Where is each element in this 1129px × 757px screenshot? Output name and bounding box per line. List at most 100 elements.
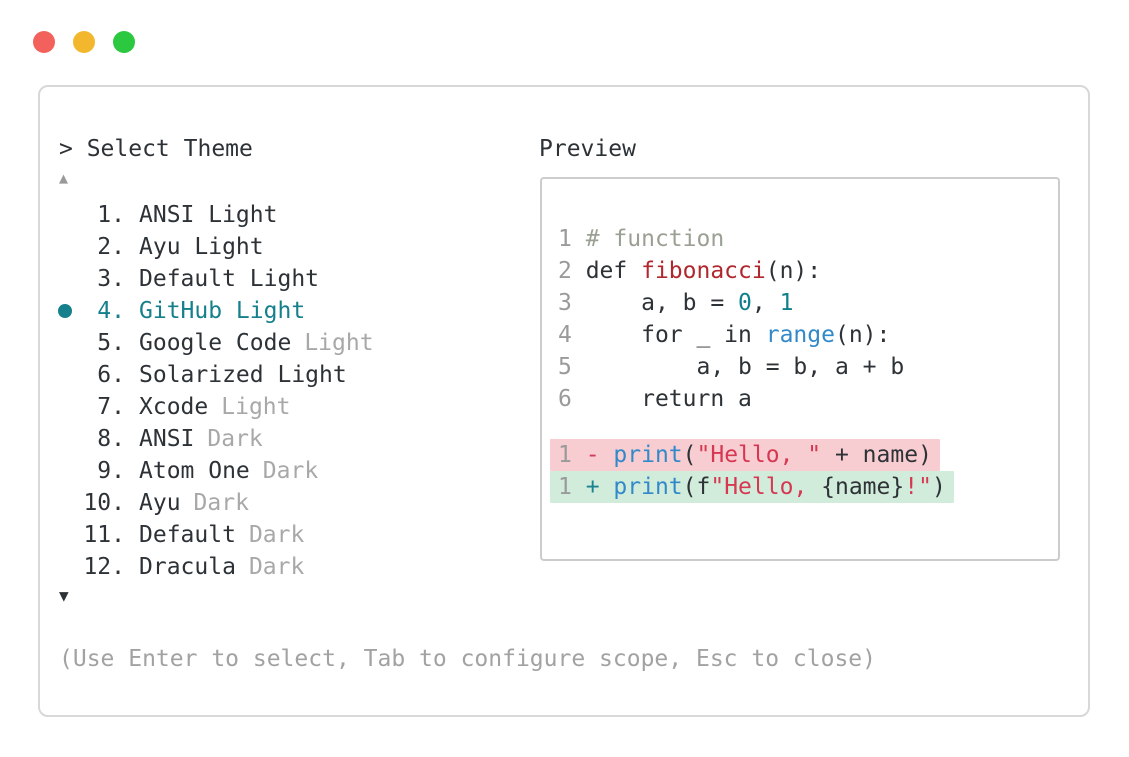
theme-picker-window: > Select Theme Preview ▲ 1. ANSI Light 2. A…	[38, 85, 1090, 717]
code-token: )	[931, 474, 946, 500]
code-line: 1 # function	[558, 223, 1044, 255]
code-token: range	[765, 322, 835, 348]
theme-list-item[interactable]: 8. ANSI Dark	[40, 423, 540, 455]
code-token: fibonacci	[641, 258, 766, 284]
code-token: {name}	[821, 474, 905, 500]
diff-line-removed: 1 - print("Hello, " + name)	[550, 439, 1044, 471]
code-token: "Hello, "	[696, 442, 822, 468]
item-suffix: Dark	[207, 426, 263, 452]
item-number: 5.	[97, 330, 125, 356]
code-token: (n):	[834, 322, 891, 348]
code-token: 0	[738, 290, 752, 316]
item-suffix: Dark	[262, 458, 319, 484]
diff-line-added: 1 + print(f"Hello, {name}!")	[550, 471, 1044, 503]
code-token: for _ in	[585, 322, 766, 348]
code-token: # function	[585, 226, 725, 252]
code-token: a, b = b, a + b	[585, 354, 905, 380]
line-number: 2	[558, 258, 586, 284]
item-number: 1.	[97, 202, 125, 228]
item-number: 8.	[97, 426, 125, 452]
item-name: Default	[139, 522, 236, 548]
code-token: (f	[682, 474, 711, 500]
code-line: 5 a, b = b, a + b	[558, 351, 1044, 383]
code-token: 1	[779, 290, 794, 316]
line-number: 5	[558, 354, 586, 380]
theme-list-item[interactable]: 12. Dracula Dark	[40, 551, 540, 583]
code-token: (n):	[765, 258, 822, 284]
theme-list-item[interactable]: 9. Atom One Dark	[40, 455, 540, 487]
scroll-up-icon[interactable]: ▲	[59, 169, 69, 187]
theme-list-item[interactable]: 6. Solarized Light	[40, 359, 540, 391]
code-line: 2 def fibonacci(n):	[558, 255, 1044, 287]
code-line: 4 for _ in range(n):	[558, 319, 1044, 351]
item-number: 3.	[97, 266, 125, 292]
code-token: (	[682, 442, 697, 468]
line-number: 1	[558, 474, 586, 500]
theme-list-item[interactable]: 4. GitHub Light	[40, 295, 540, 327]
item-number: 10.	[83, 490, 125, 516]
item-number: 6.	[97, 362, 125, 388]
theme-list-item[interactable]: 10. Ayu Dark	[40, 487, 540, 519]
item-suffix: Dark	[248, 522, 305, 548]
bullet-cell	[56, 304, 82, 318]
code-token: + name)	[821, 442, 932, 468]
diff-sign-removed: -	[585, 442, 614, 468]
item-name: ANSI	[139, 426, 195, 452]
diff-sign-added: +	[585, 474, 614, 500]
code-line: 6 return a	[558, 383, 1044, 415]
diff-highlight: 1 + print(f"Hello, {name}!")	[550, 471, 954, 503]
code-token: print	[613, 474, 683, 500]
item-name: GitHub Light	[139, 298, 306, 324]
scroll-down-icon[interactable]: ▼	[59, 586, 69, 605]
item-suffix: Light	[221, 394, 291, 420]
line-number: 6	[558, 386, 586, 412]
select-theme-title: > Select Theme	[59, 136, 253, 162]
blank-line	[558, 415, 1044, 439]
theme-list-item[interactable]: 7. Xcode Light	[40, 391, 540, 423]
line-number: 3	[558, 290, 586, 316]
preview-label: Preview	[539, 136, 636, 162]
line-number: 4	[558, 322, 586, 348]
traffic-lights	[33, 31, 135, 53]
item-suffix: Light	[304, 330, 374, 356]
code-token: print	[613, 442, 683, 468]
item-name: Solarized Light	[139, 362, 347, 388]
item-name: Ayu	[139, 490, 181, 516]
diff-highlight: 1 - print("Hello, " + name)	[550, 439, 940, 471]
item-suffix: Dark	[248, 554, 305, 580]
theme-list-item[interactable]: 2. Ayu Light	[40, 231, 540, 263]
code-token: "Hello,	[710, 474, 822, 500]
item-name: Ayu Light	[139, 234, 264, 260]
item-name: Google Code	[139, 330, 292, 356]
help-text: (Use Enter to select, Tab to configure s…	[59, 646, 876, 672]
code-token: a, b =	[585, 290, 739, 316]
theme-list-item[interactable]: 11. Default Dark	[40, 519, 540, 551]
code-token: ,	[751, 290, 780, 316]
code-token: def	[585, 258, 642, 284]
item-number: 11.	[83, 522, 125, 548]
item-name: Dracula	[139, 554, 236, 580]
theme-list-item[interactable]: 5. Google Code Light	[40, 327, 540, 359]
theme-list-item[interactable]: 1. ANSI Light	[40, 199, 540, 231]
item-number: 7.	[97, 394, 125, 420]
traffic-light-zoom-icon[interactable]	[113, 31, 135, 53]
line-number: 1	[558, 442, 586, 468]
theme-list-item[interactable]: 3.Default Light	[40, 263, 540, 295]
code-line: 3 a, b = 0, 1	[558, 287, 1044, 319]
item-name: ANSI Light	[139, 202, 278, 228]
item-number: 2.	[97, 234, 125, 260]
item-suffix: Dark	[193, 490, 249, 516]
item-number: 9.	[97, 458, 125, 484]
line-number: 1	[558, 226, 586, 252]
code-token: !"	[904, 474, 932, 500]
traffic-light-minimize-icon[interactable]	[73, 31, 95, 53]
item-number: 12.	[83, 554, 125, 580]
traffic-light-close-icon[interactable]	[33, 31, 55, 53]
item-name: Xcode	[139, 394, 209, 420]
selected-bullet-icon	[58, 304, 72, 318]
item-name: Atom One	[139, 458, 250, 484]
item-number: 4.	[97, 298, 125, 324]
